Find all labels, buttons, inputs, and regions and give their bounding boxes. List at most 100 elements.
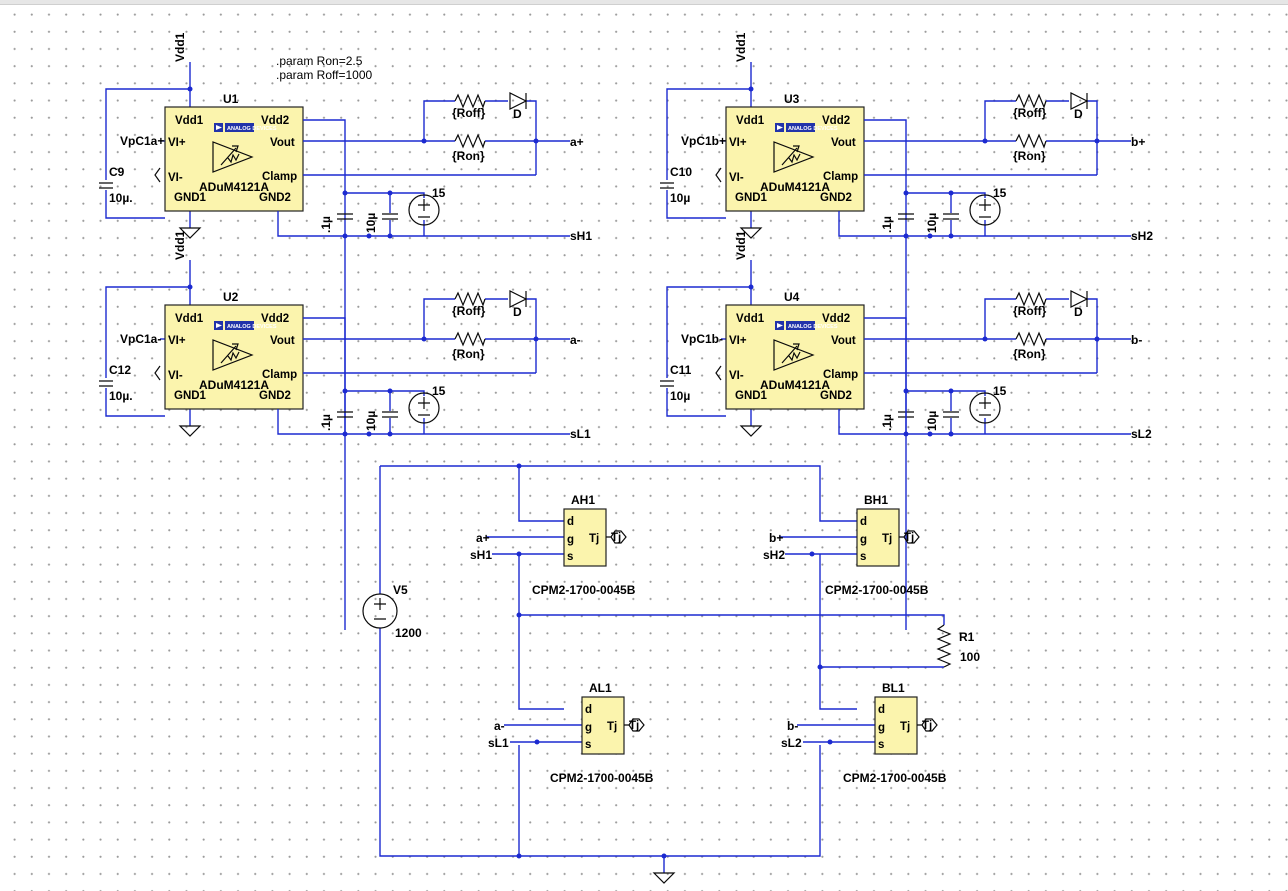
cap-01u-value[interactable]: .1µ <box>880 216 894 233</box>
ic-part-name[interactable]: ADuM4121A <box>199 378 269 392</box>
mosfet-bl1[interactable]: d g s Tj Tj BL1 CPM2-1700-0045B b- sL2 <box>781 681 947 785</box>
cap-value[interactable]: 10µ <box>670 389 690 403</box>
mosfet-al1[interactable]: d g s Tj Tj AL1 CPM2-1700-0045B a- sL1 <box>488 681 654 785</box>
roff-label[interactable]: {Roff} <box>452 304 486 318</box>
diode-label[interactable]: D <box>513 305 522 319</box>
diode-label[interactable]: D <box>513 107 522 121</box>
mosfet-body[interactable] <box>856 508 900 567</box>
diode-label[interactable]: D <box>1074 107 1083 121</box>
driver-block-u4[interactable]: ANALOG DEVICES Vdd1 Vdd2 VI+ VI- Vout Cl… <box>660 230 1152 630</box>
load-value[interactable]: 100 <box>960 650 980 664</box>
cap-10u-symbol[interactable] <box>382 411 398 418</box>
mosfet-ref[interactable]: AH1 <box>571 493 595 507</box>
cap-01u-value[interactable]: .1µ <box>319 414 333 431</box>
load-ref[interactable]: R1 <box>959 630 975 644</box>
cap-c9-symbol[interactable] <box>99 182 113 189</box>
cap-value[interactable]: 10µ. <box>109 191 133 205</box>
output-net-label[interactable]: a- <box>570 333 581 347</box>
cap-ref[interactable]: C12 <box>109 363 131 377</box>
supply-value[interactable]: 15 <box>993 186 1007 200</box>
vdd1-net-label[interactable]: Vdd1 <box>734 230 748 260</box>
ic-part-name[interactable]: ADuM4121A <box>760 180 830 194</box>
diode-symbol[interactable] <box>509 290 528 308</box>
mosfet-part[interactable]: CPM2-1700-0045B <box>550 771 654 785</box>
mosfet-ref[interactable]: BL1 <box>882 681 905 695</box>
output-net-label[interactable]: b+ <box>1131 135 1145 149</box>
cap-10u-value[interactable]: 10µ <box>925 213 939 233</box>
resistor-roff[interactable] <box>1015 93 1047 109</box>
resistor-ron[interactable] <box>454 331 486 347</box>
mosfet-part[interactable]: CPM2-1700-0045B <box>843 771 947 785</box>
cap-c9-symbol[interactable] <box>660 380 674 387</box>
supply-value[interactable]: 15 <box>993 384 1007 398</box>
spice-directives[interactable]: .param Ron=2.5 .param Roff=1000 <box>276 54 373 82</box>
driver-block-u1[interactable]: ANALOG DEVICES Vdd1 Vdd2 VI+ VI- Vout Cl… <box>99 32 592 432</box>
source-net-label[interactable]: sL1 <box>570 427 591 441</box>
driver-block-u3[interactable]: ANALOG DEVICES Vdd1 Vdd2 VI+ VI- Vout Cl… <box>660 32 1153 432</box>
mosfet-body[interactable] <box>581 696 625 755</box>
source-net-label[interactable]: sL2 <box>781 736 802 750</box>
cap-10u-value[interactable]: 10µ <box>364 213 378 233</box>
ic-part-name[interactable]: ADuM4121A <box>760 378 830 392</box>
cap-ref[interactable]: C9 <box>109 165 125 179</box>
resistor-roff[interactable] <box>454 93 486 109</box>
ic-ref[interactable]: U2 <box>223 290 239 304</box>
cap-10u-symbol[interactable] <box>382 213 398 220</box>
driver-block-u2[interactable]: ANALOG DEVICES Vdd1 Vdd2 VI+ VI- Vout Cl… <box>99 230 591 630</box>
input-net-label[interactable]: VpC1a- <box>120 332 161 346</box>
mosfet-ref[interactable]: AL1 <box>589 681 612 695</box>
roff-label[interactable]: {Roff} <box>1013 304 1047 318</box>
gate-net-label[interactable]: a+ <box>476 531 490 545</box>
param-roff[interactable]: .param Roff=1000 <box>276 68 373 82</box>
cap-ref[interactable]: C11 <box>670 363 692 377</box>
voltage-source-15v[interactable] <box>408 194 440 226</box>
cap-value[interactable]: 10µ. <box>109 389 133 403</box>
cap-10u-symbol[interactable] <box>943 213 959 220</box>
cap-01u-value[interactable]: .1µ <box>880 414 894 431</box>
cap-10u-symbol[interactable] <box>943 411 959 418</box>
diode-label[interactable]: D <box>1074 305 1083 319</box>
input-net-label[interactable]: VpC1a+ <box>120 134 164 148</box>
resistor-roff[interactable] <box>1015 291 1047 307</box>
ic-ref[interactable]: U1 <box>223 92 239 106</box>
voltage-source-15v[interactable] <box>408 392 440 424</box>
source-net-label[interactable]: sL1 <box>488 736 509 750</box>
voltage-source-15v[interactable] <box>969 194 1001 226</box>
ron-label[interactable]: {Ron} <box>452 347 485 361</box>
mosfet-body[interactable] <box>563 508 607 567</box>
diode-symbol[interactable] <box>1070 92 1089 110</box>
cap-01u-symbol[interactable] <box>898 213 914 220</box>
load-resistor-r1[interactable] <box>936 624 952 668</box>
mosfet-bh1[interactable]: d g s Tj Tj BH1 CPM2-1700-0045B b+ sH2 <box>763 493 929 597</box>
power-stage[interactable]: V5 1200 R1 100 d g s Tj Tj AH1 CPM2-1700… <box>362 463 980 884</box>
ron-label[interactable]: {Ron} <box>452 149 485 163</box>
resistor-ron[interactable] <box>1015 133 1047 149</box>
vdd1-net-label[interactable]: Vdd1 <box>173 230 187 260</box>
supply-value[interactable]: 15 <box>432 186 446 200</box>
resistor-ron[interactable] <box>454 133 486 149</box>
source-net-label[interactable]: sH2 <box>1131 229 1153 243</box>
output-net-label[interactable]: b- <box>1131 333 1142 347</box>
cap-c9-symbol[interactable] <box>660 182 674 189</box>
source-net-label[interactable]: sL2 <box>1131 427 1152 441</box>
output-net-label[interactable]: a+ <box>570 135 584 149</box>
mosfet-part[interactable]: CPM2-1700-0045B <box>825 583 929 597</box>
mosfet-ah1[interactable]: d g s Tj Tj AH1 CPM2-1700-0045B a+ sH1 <box>470 493 636 597</box>
source-net-label[interactable]: sH1 <box>570 229 592 243</box>
resistor-roff[interactable] <box>454 291 486 307</box>
voltage-source-15v[interactable] <box>969 392 1001 424</box>
ron-label[interactable]: {Ron} <box>1013 149 1046 163</box>
cap-01u-value[interactable]: .1µ <box>319 216 333 233</box>
cap-c9-symbol[interactable] <box>99 380 113 387</box>
supply-value[interactable]: 15 <box>432 384 446 398</box>
vdd1-net-label[interactable]: Vdd1 <box>734 32 748 62</box>
ron-label[interactable]: {Ron} <box>1013 347 1046 361</box>
cap-ref[interactable]: C10 <box>670 165 692 179</box>
cap-10u-value[interactable]: 10µ <box>925 411 939 431</box>
input-net-label[interactable]: VpC1b+ <box>681 134 726 148</box>
diode-symbol[interactable] <box>1070 290 1089 308</box>
diode-symbol[interactable] <box>509 92 528 110</box>
mosfet-part[interactable]: CPM2-1700-0045B <box>532 583 636 597</box>
cap-value[interactable]: 10µ <box>670 191 690 205</box>
